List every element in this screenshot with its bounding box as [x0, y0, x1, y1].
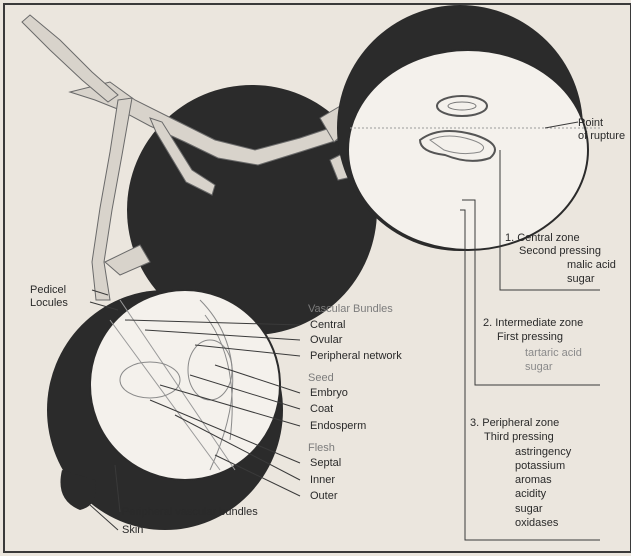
label-central-zone: 1. Central zone [505, 232, 580, 245]
label-aromas: aromas [515, 474, 552, 487]
label-first-pressing: First pressing [497, 331, 563, 344]
right-cut-face [348, 50, 588, 250]
label-tartaric-acid: tartaric acid [525, 347, 582, 360]
label-sugar-2: sugar [525, 361, 553, 374]
label-intermediate-zone: 2. Intermediate zone [483, 317, 583, 330]
label-potassium: potassium [515, 460, 565, 473]
label-flesh: Flesh [308, 442, 335, 455]
label-coat: Coat [310, 403, 333, 416]
label-sugar-1: sugar [567, 273, 595, 286]
label-outer: Outer [310, 490, 338, 503]
label-pedicel: Pedicel [30, 284, 66, 297]
label-seed: Seed [308, 372, 334, 385]
label-locules: Locules [30, 297, 68, 310]
label-ovular: Ovular [310, 334, 342, 347]
label-acidity: acidity [515, 488, 546, 501]
label-malic-acid: malic acid [567, 259, 616, 272]
label-astringency: astringency [515, 446, 571, 459]
label-embryo: Embryo [310, 387, 348, 400]
label-second-pressing: Second pressing [519, 245, 601, 258]
label-oxidases: oxidases [515, 517, 558, 530]
label-peripheral-network: Peripheral network [310, 350, 402, 363]
label-endosperm: Endosperm [310, 420, 366, 433]
label-of-rupture: of rupture [578, 130, 625, 143]
label-sugar-3: sugar [515, 503, 543, 516]
label-skin: Skin [122, 524, 143, 537]
label-third-pressing: Third pressing [484, 431, 554, 444]
label-septal: Septal [310, 457, 341, 470]
label-peripheral-zone: 3. Peripheral zone [470, 417, 559, 430]
front-cut-face [90, 290, 280, 480]
label-vascular-bundles: Vascular Bundles [308, 303, 393, 316]
label-peripheral-vascular-bundles: Peripheral vascular bundles [122, 506, 258, 519]
label-point: Point [578, 117, 603, 130]
label-inner: Inner [310, 474, 335, 487]
label-central: Central [310, 319, 345, 332]
